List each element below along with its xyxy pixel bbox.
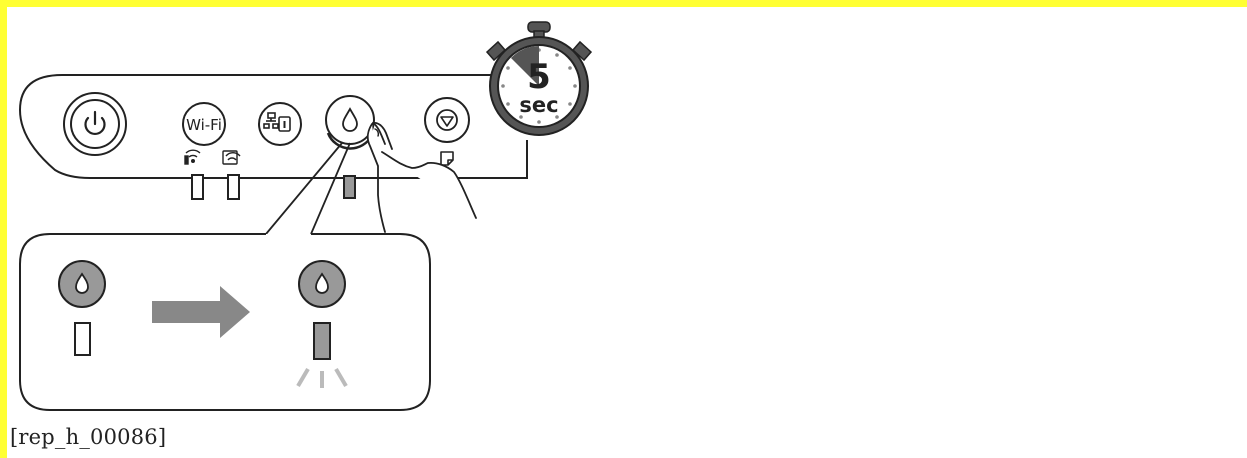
ink-button-after — [299, 261, 345, 307]
paper-icon — [441, 152, 453, 165]
figure-caption: [rep_h_00086] — [10, 425, 166, 449]
wifi-direct-light — [192, 175, 203, 199]
stopwatch-icon: 5 sec — [487, 22, 591, 135]
power-button[interactable] — [64, 93, 126, 155]
wifi-icon — [223, 151, 240, 164]
network-status-button[interactable] — [259, 103, 301, 145]
timer-unit: sec — [519, 93, 558, 117]
ink-button-before — [59, 261, 105, 307]
wifi-light — [228, 175, 239, 199]
ink-light-off — [75, 323, 90, 355]
ink-light — [344, 176, 355, 198]
ink-light-on — [314, 323, 330, 359]
stop-button[interactable] — [425, 98, 469, 142]
wifi-direct-icon — [185, 150, 200, 164]
timer-number: 5 — [527, 57, 551, 97]
wifi-label: Wi-Fi — [186, 116, 222, 134]
ink-button[interactable] — [326, 96, 374, 148]
wifi-button[interactable]: Wi-Fi — [183, 103, 225, 145]
